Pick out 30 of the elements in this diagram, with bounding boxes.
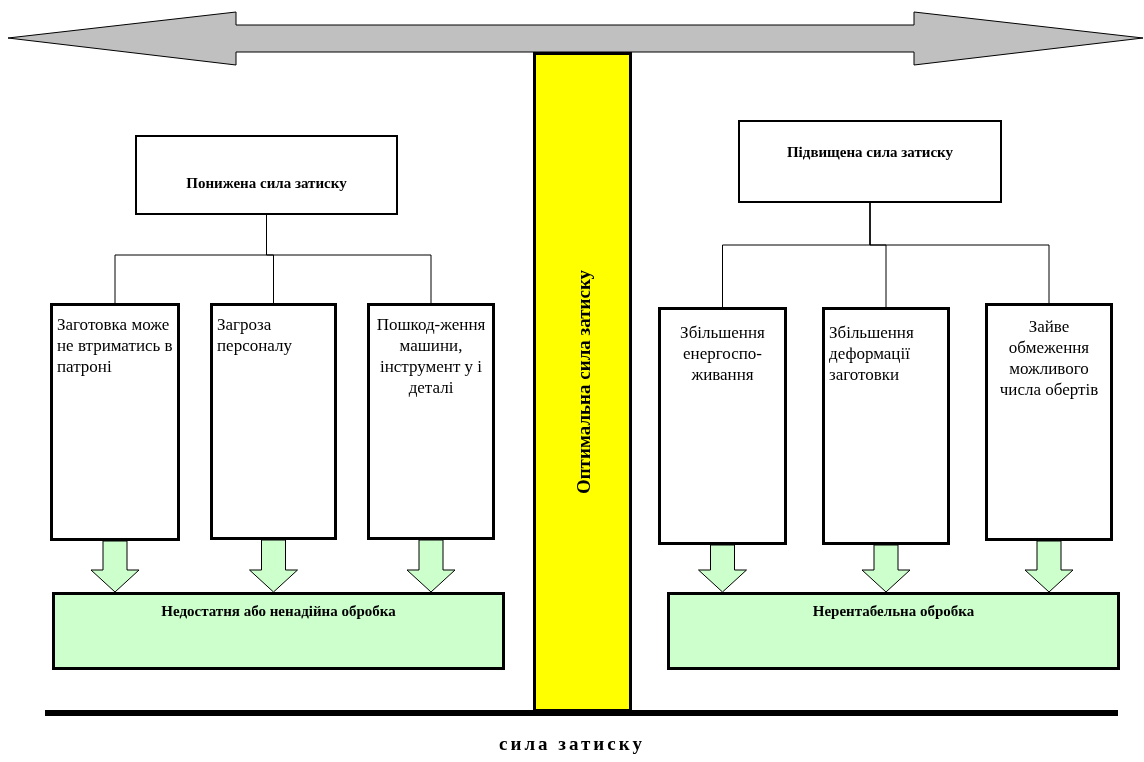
axis-label: сила затиску — [498, 733, 646, 755]
optimum-bar — [533, 52, 632, 712]
box-text: Загроза персоналу — [217, 314, 293, 356]
category-box — [135, 135, 398, 215]
connector-line — [869, 202, 1050, 304]
box-text: Оптимальна сила затиску — [572, 269, 593, 495]
block-arrow — [90, 540, 140, 593]
consequence-box — [658, 307, 787, 545]
block-arrow — [1024, 540, 1074, 593]
consequence-box — [210, 303, 337, 540]
block-arrow — [249, 539, 298, 593]
box-text: Збільшення енергоспо-живання — [679, 322, 766, 385]
block-arrow — [861, 544, 911, 593]
box-text: Зайве обмеження можливого числа обертів — [998, 316, 1100, 400]
consequence-box — [367, 303, 495, 540]
box-text: Недостатня або ненадійна обробка — [160, 602, 397, 621]
box-text: Збільшення деформації заготовки — [829, 322, 915, 385]
box-text: Пошкод-ження машини, інструмент у і деталі — [375, 314, 487, 398]
box-text: Підвищена сила затиску — [785, 143, 955, 162]
consequence-box — [985, 303, 1113, 541]
result-box — [667, 592, 1120, 670]
box-text: Понижена сила затиску — [185, 174, 348, 193]
consequence-box — [50, 303, 180, 541]
category-box — [738, 120, 1002, 203]
box-text: Заготовка може не втриматись в патроні — [57, 314, 173, 377]
result-box — [52, 592, 505, 670]
box-text: Нерентабельна обробка — [811, 602, 976, 621]
consequence-box — [822, 307, 950, 545]
block-arrow — [406, 539, 456, 593]
block-arrow — [698, 544, 747, 593]
